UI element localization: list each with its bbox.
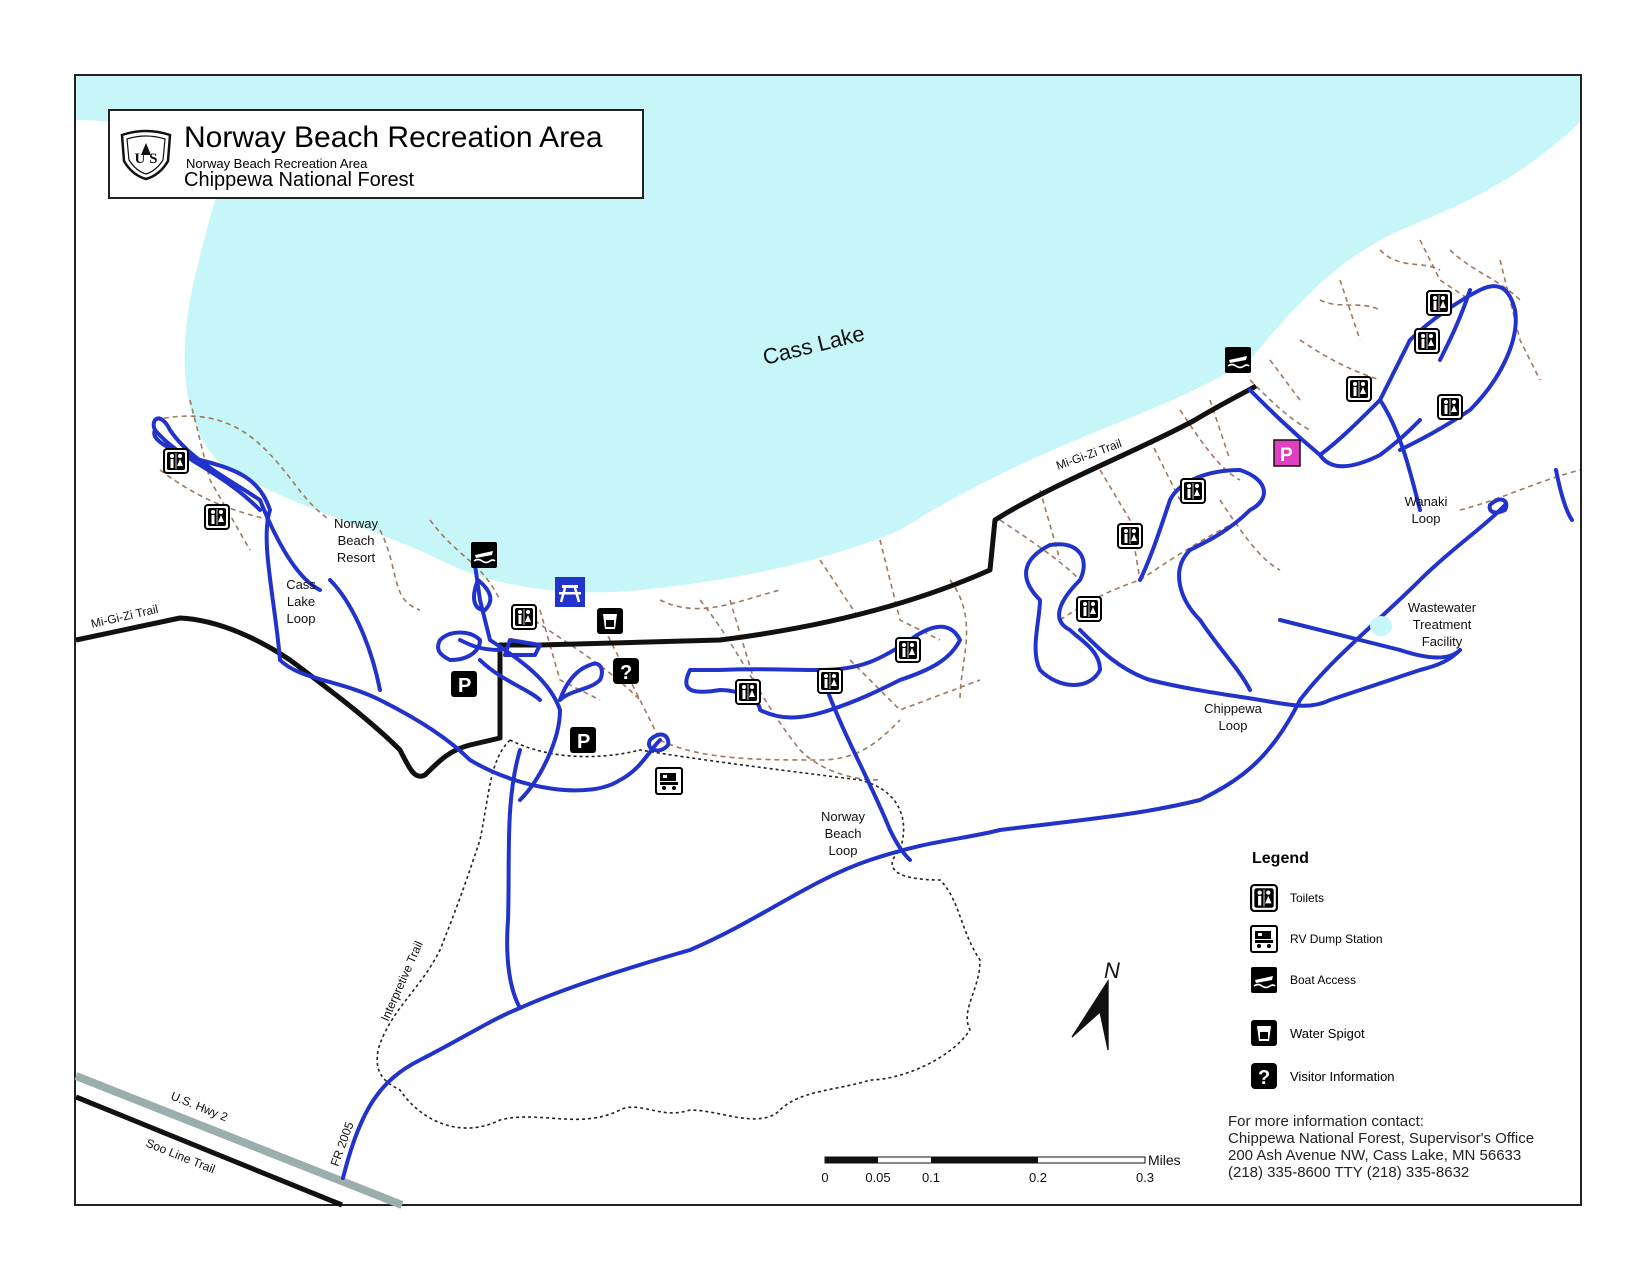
wanaki-loop-label-line: Wanaki	[1405, 494, 1448, 509]
visitor-info-icon	[613, 658, 639, 684]
title-box: U S Norway Beach Recreation Area Norway …	[108, 109, 644, 199]
interpretive-trail	[376, 739, 981, 1129]
resort-label: Norway Beach Resort	[334, 516, 379, 565]
norway-loop-label-line: Loop	[829, 843, 858, 858]
boat-access-icon	[470, 541, 498, 569]
logo-text: U S	[135, 151, 158, 167]
rv-dump-icon	[655, 767, 683, 795]
legend-label: Toilets	[1290, 891, 1325, 905]
norway-loop-label-line: Norway	[821, 809, 866, 824]
boat-access-icon	[1250, 966, 1278, 994]
scale-tick-label: 0	[821, 1170, 828, 1185]
parking-icon	[570, 727, 596, 753]
page-title: Norway Beach Recreation Area	[184, 121, 603, 154]
wastewater-label: Wastewater Treatment Facility	[1408, 600, 1477, 649]
pink-info-icon: P	[1273, 439, 1301, 467]
cass-loop-label-line: Loop	[287, 611, 316, 626]
water-spigot-icon	[1251, 1020, 1277, 1046]
scale-tick-label: 0.3	[1136, 1170, 1154, 1185]
wanaki-loop-label: Wanaki Loop	[1405, 494, 1448, 526]
cass-loop-label: Cass Lake Loop	[286, 577, 316, 626]
resort-label-line: Norway	[334, 516, 379, 531]
legend-label: RV Dump Station	[1290, 932, 1383, 946]
contact-line: Chippewa National Forest, Supervisor's O…	[1228, 1130, 1535, 1147]
visitor-info-icon	[1251, 1063, 1277, 1089]
scale-tick-label: 0.2	[1029, 1170, 1047, 1185]
norway-loop-label: Norway Beach Loop	[821, 809, 866, 858]
chippewa-loop-label-line: Loop	[1219, 718, 1248, 733]
toilet-icon	[1414, 328, 1440, 354]
north-arrow: N	[1071, 958, 1120, 1051]
scale-tick-label: 0.1	[922, 1170, 940, 1185]
contact-line: (218) 335-8600 TTY (218) 335-8632	[1228, 1164, 1470, 1181]
toilet-icon	[1250, 884, 1278, 912]
svg-text:P: P	[1280, 445, 1293, 466]
toilet-icon	[204, 504, 230, 530]
wastewater-label-line: Treatment	[1413, 617, 1472, 632]
parking-icon	[451, 671, 477, 697]
picnic-area-icon	[555, 577, 585, 607]
soo-line-trail	[75, 1094, 343, 1208]
water-spigot-icon	[597, 608, 623, 634]
forest-service-shield-icon: U S	[120, 129, 172, 181]
contact-line: 200 Ash Avenue NW, Cass Lake, MN 56633	[1228, 1147, 1522, 1164]
chippewa-loop-label: Chippewa Loop	[1204, 701, 1263, 733]
toilet-icon	[735, 679, 761, 705]
boat-access-icon	[1224, 346, 1252, 374]
toilet-icon	[1117, 523, 1143, 549]
wastewater-pond	[1370, 616, 1392, 636]
resort-label-line: Resort	[337, 550, 376, 565]
contact-line: For more information contact:	[1228, 1113, 1424, 1130]
footpaths	[154, 239, 1581, 781]
toilet-icon	[1437, 394, 1463, 420]
toilet-icon	[895, 637, 921, 663]
wastewater-label-line: Wastewater	[1408, 600, 1477, 615]
wastewater-label-line: Facility	[1422, 634, 1463, 649]
legend-label: Boat Access	[1290, 973, 1357, 987]
toilet-icon	[511, 604, 537, 630]
legend-label: Water Spigot	[1290, 1026, 1365, 1041]
toilet-icon	[163, 448, 189, 474]
chippewa-loop-label-line: Chippewa	[1204, 701, 1263, 716]
forest-name: Chippewa National Forest	[184, 169, 415, 191]
scale-tick-label: 0.05	[865, 1170, 890, 1185]
scale-bar: 0 0.05 0.1 0.2 0.3 Miles	[821, 1152, 1180, 1185]
resort-label-line: Beach	[338, 533, 375, 548]
toilet-icon	[1346, 376, 1372, 402]
scale-unit-label: Miles	[1148, 1152, 1181, 1168]
contact-info: For more information contact: Chippewa N…	[1228, 1113, 1534, 1181]
wanaki-loop-label-line: Loop	[1412, 511, 1441, 526]
toilet-icon	[1076, 596, 1102, 622]
us-highway-2	[74, 1072, 404, 1209]
page-subtitle: Norway Beach Recreation Area	[186, 156, 368, 171]
toilet-icon	[1426, 290, 1452, 316]
cass-lake-water	[76, 76, 1580, 593]
norway-loop-label-line: Beach	[825, 826, 862, 841]
toilet-icon	[817, 668, 843, 694]
cass-loop-label-line: Lake	[287, 594, 315, 609]
toilet-icon	[1180, 478, 1206, 504]
legend-title: Legend	[1252, 850, 1309, 867]
rv-dump-icon	[1250, 925, 1278, 953]
legend-label: Visitor Information	[1290, 1069, 1395, 1084]
north-label: N	[1104, 958, 1120, 983]
cass-loop-label-line: Cass	[286, 577, 316, 592]
